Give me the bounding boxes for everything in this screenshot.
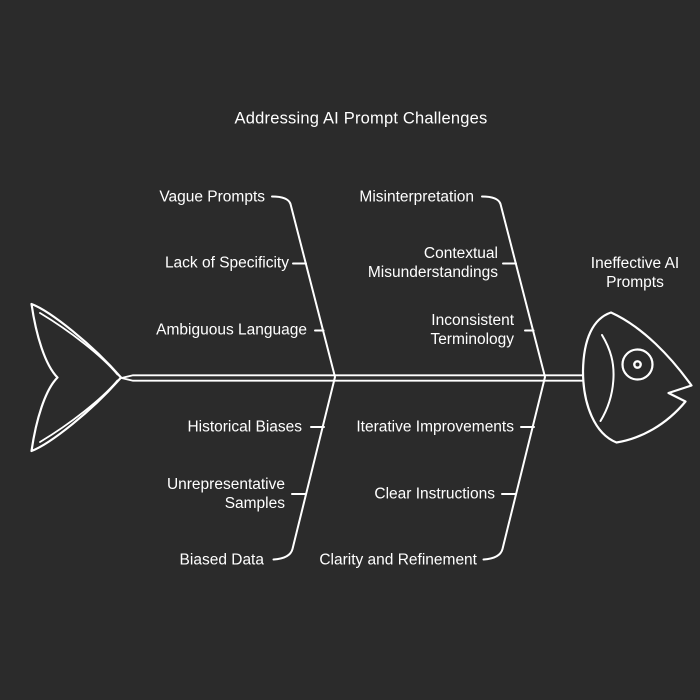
cause-label-biased-data: Biased Data [179, 551, 264, 569]
bone-left-ticks [291, 262, 325, 495]
fish-head-shape [581, 311, 693, 444]
cause-label-clear-instructions: Clear Instructions [374, 485, 495, 503]
effect-label-ineffective-ai-prompts: Ineffective AI Prompts [590, 255, 680, 291]
cause-label-clarity-and-refinement: Clarity and Refinement [319, 551, 477, 569]
bone-left-diagonal [271, 195, 336, 561]
cause-label-ambiguous-language: Ambiguous Language [156, 321, 307, 339]
cause-label-contextual-misunderstandings: Contextual Misunderstandings [367, 245, 498, 281]
cause-label-misinterpretation: Misinterpretation [359, 188, 474, 206]
cause-label-vague-prompts: Vague Prompts [159, 188, 265, 206]
fish-tail-inner-lines [39, 312, 119, 443]
fish-gill-line [599, 334, 615, 422]
fish-eye-pupil [633, 360, 642, 369]
bone-right-diagonal [481, 195, 546, 561]
diagram-title: Addressing AI Prompt Challenges [234, 109, 488, 128]
bone-right-ticks [501, 262, 535, 495]
spine-line [120, 374, 584, 382]
cause-label-lack-of-specificity: Lack of Specificity [164, 254, 289, 272]
cause-label-historical-biases: Historical Biases [187, 418, 302, 436]
cause-label-unrepresentative-samples: Unrepresentative Samples [166, 476, 285, 512]
cause-label-inconsistent-terminology: Inconsistent Terminology [430, 312, 514, 348]
cause-label-iterative-improvements: Iterative Improvements [356, 418, 514, 436]
fish-tail-shape [30, 302, 123, 453]
fish-eye-icon [621, 348, 654, 381]
